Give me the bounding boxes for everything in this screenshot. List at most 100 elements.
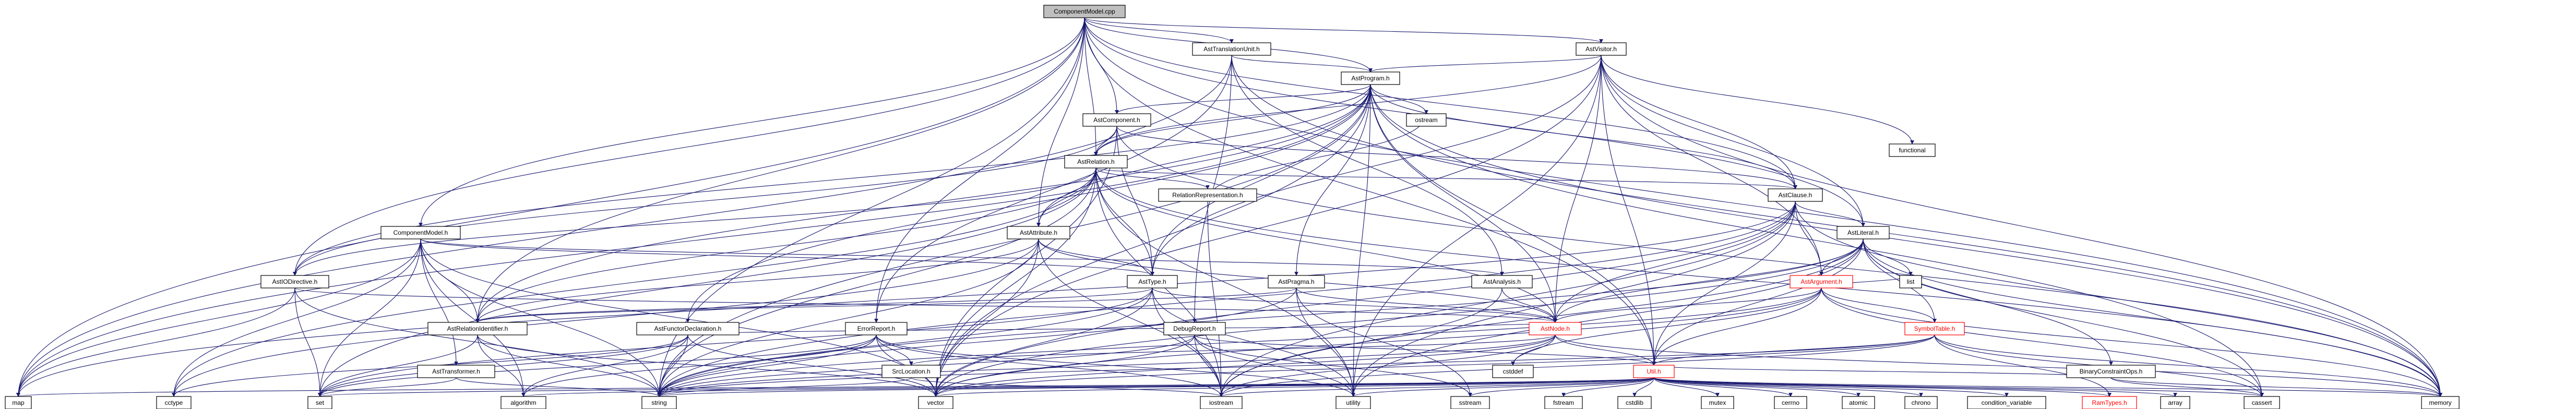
edge-astargument-h-to-vector: [934, 287, 1822, 397]
node-componentmodel-cpp[interactable]: ComponentModel.cpp: [1043, 5, 1126, 18]
edge-astnode-h-to-string: [657, 334, 1556, 397]
node-errorreport-h[interactable]: ErrorReport.h: [845, 322, 908, 335]
edge-astclause-h-to-astargument-h: [1795, 201, 1823, 276]
edge-util-h-to-vector: [934, 377, 1654, 397]
node-sstream[interactable]: sstream: [1450, 396, 1490, 409]
node-iostream[interactable]: iostream: [1200, 396, 1243, 409]
node-astrelationidentifier-h[interactable]: AstRelationIdentifier.h: [427, 322, 528, 335]
node-box: [1335, 396, 1371, 409]
node-asttranslationunit-h[interactable]: AstTranslationUnit.h: [1192, 42, 1271, 56]
node-mutex[interactable]: mutex: [1701, 396, 1734, 409]
node-cstddef[interactable]: cstddef: [1492, 365, 1534, 378]
edge-binaryconstraintops-h-to-cassert: [2110, 377, 2264, 397]
node-astiodirective-h[interactable]: AstIODirective.h: [260, 275, 329, 288]
node-astprogram-h[interactable]: AstProgram.h: [1341, 71, 1400, 85]
node-asttransformer-h[interactable]: AstTransformer.h: [417, 365, 495, 378]
node-label: cctype: [165, 399, 183, 406]
node-label: chrono: [1912, 399, 1931, 406]
node-fstream[interactable]: fstream: [1544, 396, 1583, 409]
node-relationrepresentation-h[interactable]: RelationRepresentation.h: [1158, 188, 1257, 202]
node-box: [1268, 275, 1325, 288]
node-condition-variable[interactable]: condition_variable: [1967, 396, 2046, 409]
edge-componentmodel-cpp-to-componentmodel-h: [419, 17, 1085, 227]
node-box: [380, 226, 461, 239]
edge-astpragma-h-to-utility: [1296, 287, 1355, 397]
edge-astprogram-h-to-memory: [1370, 84, 2442, 397]
node-label: AstTransformer.h: [432, 368, 480, 375]
node-cerrno[interactable]: cerrno: [1774, 396, 1807, 409]
node-box: [1471, 275, 1533, 288]
node-box: [1544, 396, 1583, 409]
node-atomic[interactable]: atomic: [1842, 396, 1875, 409]
node-label: set: [316, 399, 325, 406]
edge-astliteral-h-to-util-h: [1652, 238, 1864, 366]
node-label: AstComponent.h: [1093, 116, 1140, 124]
node-label: AstRelationIdentifier.h: [447, 325, 508, 332]
edge-componentmodel-h-to-map: [16, 238, 421, 397]
node-map[interactable]: map: [5, 396, 32, 409]
node-astpragma-h[interactable]: AstPragma.h: [1268, 275, 1325, 288]
node-utility[interactable]: utility: [1335, 396, 1371, 409]
node-asttype-h[interactable]: AstType.h: [1127, 275, 1178, 288]
edge-astcomponent-h-to-astclause-h: [1116, 126, 1797, 189]
dependency-edges: [16, 17, 2442, 397]
node-cstdlib[interactable]: cstdlib: [1617, 396, 1652, 409]
edge-debugreport-h-to-iostream: [1194, 334, 1223, 397]
edge-componentmodel-h-to-set: [318, 238, 421, 397]
node-astrelation-h[interactable]: AstRelation.h: [1064, 155, 1128, 169]
edge-util-h-to-iostream: [1219, 377, 1654, 397]
edge-astfunctordeclaration-h-to-string: [657, 334, 688, 397]
node-box: [1200, 396, 1243, 409]
node-set[interactable]: set: [307, 396, 332, 409]
node-astanalysis-h[interactable]: AstAnalysis.h: [1471, 275, 1533, 288]
node-util-h[interactable]: Util.h: [1633, 365, 1675, 378]
node-functional[interactable]: functional: [1889, 143, 1936, 157]
edge-astprogram-h-to-astattribute-h: [1036, 84, 1371, 227]
node-label: SrcLocation.h: [892, 368, 930, 375]
edge-astargument-h-to-astnode-h: [1553, 287, 1822, 323]
edge-util-h-to-cerrno: [1653, 377, 1793, 397]
node-ramtypes-h[interactable]: RamTypes.h: [2082, 396, 2137, 409]
node-algorithm[interactable]: algorithm: [500, 396, 546, 409]
node-astargument-h[interactable]: AstArgument.h: [1790, 275, 1853, 288]
node-debugreport-h[interactable]: DebugReport.h: [1163, 322, 1226, 335]
node-memory[interactable]: memory: [2421, 396, 2460, 409]
node-list[interactable]: list: [1899, 275, 1922, 288]
edge-astprogram-h-to-util-h: [1370, 84, 1656, 366]
node-label: AstType.h: [1138, 278, 1166, 285]
node-binaryconstraintops-h[interactable]: BinaryConstraintOps.h: [2066, 365, 2156, 378]
node-astattribute-h[interactable]: AstAttribute.h: [1007, 226, 1070, 239]
node-box: [156, 396, 192, 409]
node-label: ComponentModel.h: [393, 229, 448, 236]
edge-astclause-h-to-util-h: [1652, 201, 1796, 366]
edge-asttype-h-to-utility: [1152, 287, 1355, 397]
node-componentmodel-h[interactable]: ComponentModel.h: [380, 226, 461, 239]
node-label: cerrno: [1782, 399, 1799, 406]
node-ostream-a[interactable]: ostream: [1406, 113, 1447, 127]
node-symboltable-h[interactable]: SymbolTable.h: [1904, 322, 1965, 335]
node-box: [1904, 322, 1965, 335]
edge-astcomponent-h-to-astrelation-h: [1094, 126, 1117, 156]
edge-astrelation-h-to-vector: [934, 167, 1096, 397]
node-srclocation-h[interactable]: SrcLocation.h: [881, 365, 941, 378]
node-string[interactable]: string: [641, 396, 677, 409]
edge-astrelation-h-to-astnode-h: [1095, 167, 1557, 323]
node-array[interactable]: array: [2160, 396, 2190, 409]
node-vector[interactable]: vector: [918, 396, 953, 409]
node-astclause-h[interactable]: AstClause.h: [1768, 188, 1823, 202]
node-box: [5, 396, 32, 409]
node-astliteral-h[interactable]: AstLiteral.h: [1836, 226, 1890, 239]
node-chrono[interactable]: chrono: [1904, 396, 1938, 409]
edge-astvisitor-h-to-astprogram-h: [1368, 55, 1602, 73]
node-astfunctordeclaration-h[interactable]: AstFunctorDeclaration.h: [636, 322, 740, 335]
edge-asttranslationunit-h-to-errorreport-h: [874, 55, 1232, 323]
edge-astvisitor-h-to-memory: [1601, 55, 2442, 397]
edge-componentmodel-cpp-to-astrelation-h: [1084, 17, 1098, 156]
node-astcomponent-h[interactable]: AstComponent.h: [1082, 113, 1151, 127]
node-cctype[interactable]: cctype: [156, 396, 192, 409]
edge-util-h-to-algorithm: [522, 377, 1654, 397]
node-cassert[interactable]: cassert: [2244, 396, 2280, 409]
node-astnode-h[interactable]: AstNode.h: [1529, 322, 1582, 335]
edge-astliteral-h-to-string: [657, 238, 1864, 397]
node-astvisitor-h[interactable]: AstVisitor.h: [1576, 42, 1627, 56]
